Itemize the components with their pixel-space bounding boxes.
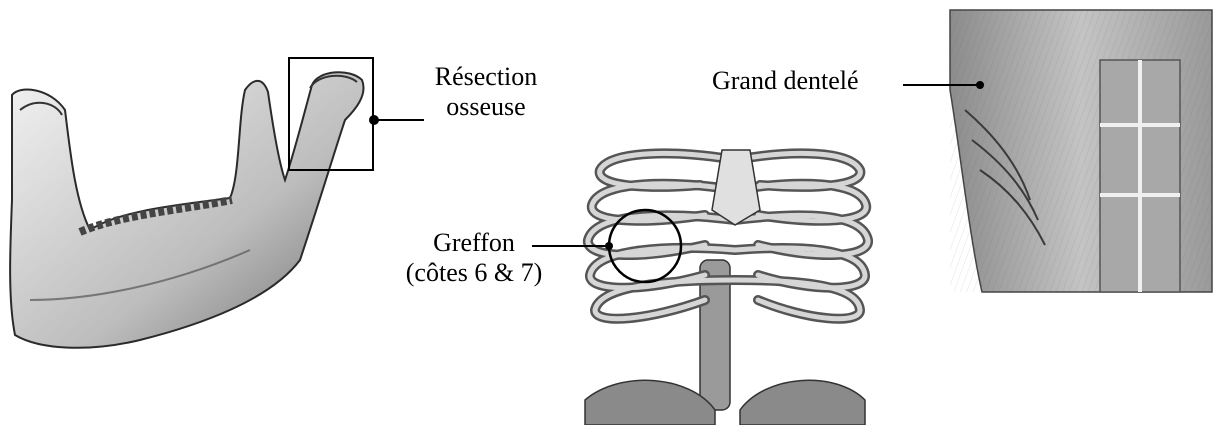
- rib-cage-figure: [585, 150, 868, 425]
- grand-dentele-pointer-dot: [976, 81, 984, 89]
- resection-label-line1: Résection: [416, 62, 556, 92]
- grand-dentele-label: Grand dentelé: [712, 66, 859, 96]
- greffon-label: Greffon (côtes 6 & 7): [384, 228, 564, 288]
- greffon-label-line1: Greffon: [384, 228, 564, 258]
- resection-label-line2: osseuse: [416, 92, 556, 122]
- mandible-figure: [10, 72, 363, 348]
- greffon-pointer-dot: [605, 242, 613, 250]
- resection-label: Résection osseuse: [416, 62, 556, 122]
- greffon-label-line2: (côtes 6 & 7): [384, 258, 564, 288]
- trunk-muscles-figure: [950, 10, 1212, 292]
